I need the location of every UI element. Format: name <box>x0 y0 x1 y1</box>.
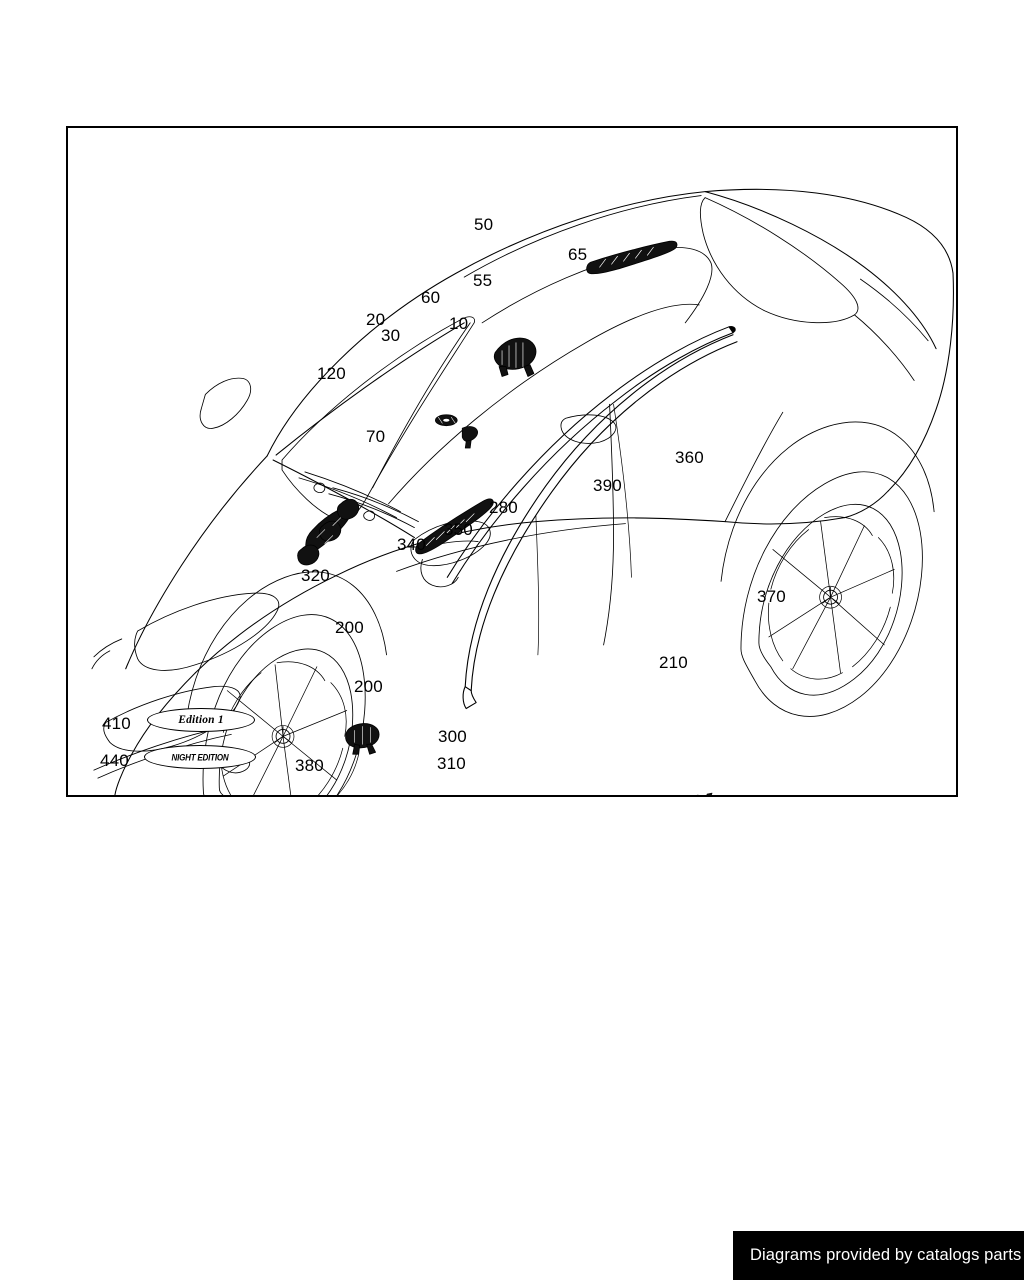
callout-300[interactable]: 300 <box>438 727 467 746</box>
part-120-hatching <box>316 517 342 544</box>
part-20-washer-hole <box>442 418 451 423</box>
callout-60[interactable]: 60 <box>421 288 441 307</box>
callout-200-lower[interactable]: 200 <box>354 677 383 696</box>
callout-50[interactable]: 50 <box>474 215 494 234</box>
badge-night-edition-wrap[interactable]: NIGHT EDITION <box>144 745 256 769</box>
part-50-roof-trim-strip <box>446 326 736 584</box>
part-55-retaining-clip <box>493 337 537 377</box>
part-10-roof-frame-trim <box>462 334 738 710</box>
part-70-clip <box>345 723 380 755</box>
callout-10[interactable]: 10 <box>449 314 469 333</box>
callout-200-upper[interactable]: 200 <box>335 618 364 637</box>
part-120-clip-strip <box>297 498 360 566</box>
part-60-trim-strip <box>415 498 494 555</box>
callout-120[interactable]: 120 <box>317 364 346 383</box>
part-20-washer-hatch <box>438 416 456 424</box>
callout-410[interactable]: 410 <box>102 714 131 733</box>
badge-night-edition-text: NIGHT EDITION <box>171 751 229 763</box>
callout-320[interactable]: 320 <box>301 566 330 585</box>
part-55-hatching <box>501 342 524 368</box>
callout-310[interactable]: 310 <box>437 754 466 773</box>
badge-edition-1-wrap[interactable]: Edition 1 <box>147 708 255 732</box>
callout-70[interactable]: 70 <box>366 427 386 446</box>
callout-65[interactable]: 65 <box>568 245 588 264</box>
window-glass-outlines <box>199 195 929 529</box>
callout-360[interactable]: 360 <box>675 448 704 467</box>
badge-edition-1-text: Edition 1 <box>178 714 224 726</box>
car-body-outline <box>114 188 954 795</box>
part-60-trim-strip-hatching <box>426 513 475 546</box>
callout-210[interactable]: 210 <box>659 653 688 672</box>
part-70-hatching <box>354 726 371 745</box>
part-65-hatching <box>599 246 654 268</box>
part-360-top-tabs <box>696 792 713 795</box>
callout-390[interactable]: 390 <box>593 476 622 495</box>
watermark-text: Diagrams provided by catalogs parts <box>750 1246 1022 1264</box>
callout-30[interactable]: 30 <box>381 326 401 345</box>
part-30-nut <box>461 426 478 449</box>
callout-20[interactable]: 20 <box>366 310 386 329</box>
callout-350[interactable]: 350 <box>444 520 473 539</box>
parts-diagram-frame: 50 65 55 60 20 30 10 120 70 360 390 280 … <box>66 126 958 797</box>
callout-440[interactable]: 440 <box>100 751 129 770</box>
callout-370[interactable]: 370 <box>757 587 786 606</box>
badge-night-edition[interactable]: NIGHT EDITION <box>144 745 256 769</box>
callout-55[interactable]: 55 <box>473 271 493 290</box>
rear-wheel <box>720 421 935 717</box>
part-65-trim-end-piece <box>586 240 678 275</box>
badge-edition-1[interactable]: Edition 1 <box>147 708 255 732</box>
callout-280[interactable]: 280 <box>489 498 518 517</box>
watermark-banner: Diagrams provided by catalogs parts <box>733 1231 1024 1280</box>
vehicle-line-drawing <box>91 188 954 795</box>
callout-380[interactable]: 380 <box>295 756 324 775</box>
callout-340[interactable]: 340 <box>397 535 426 554</box>
